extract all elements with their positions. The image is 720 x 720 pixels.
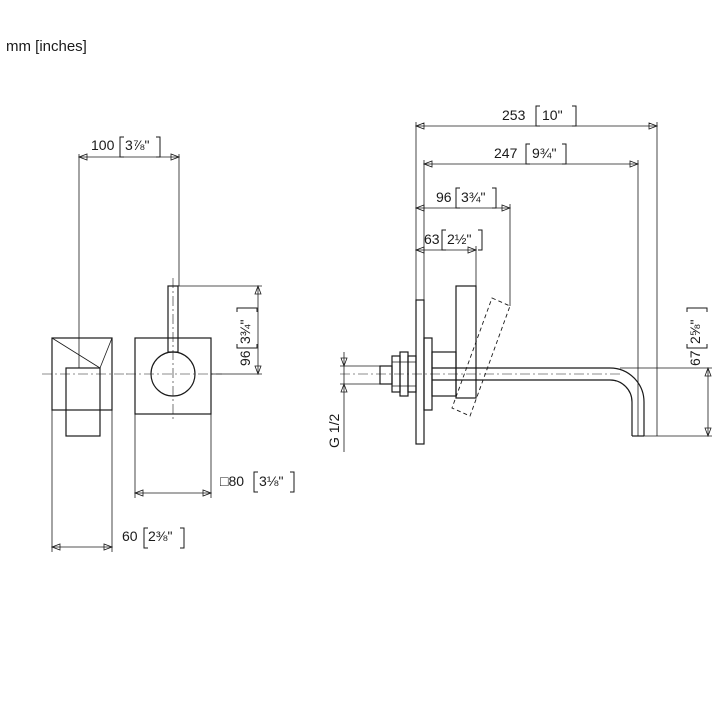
side-depth-mm: 60 — [122, 528, 138, 544]
front-view: 100 3⅞" 96 3¾" □80 3⅛" — [77, 136, 295, 498]
lever-reach-in: 3¾" — [461, 189, 485, 205]
spout-height-mm: 67 — [687, 350, 703, 366]
plate-size-mm: □80 — [220, 473, 244, 489]
spout-height-in: 2⅝" — [687, 320, 703, 344]
thread-size: G 1/2 — [326, 414, 342, 448]
elevation-view: 253 10" 247 9¾" 96 3¾" 63 2½" — [326, 105, 712, 452]
plate-size-in: 3⅛" — [259, 473, 283, 489]
lever-height-in: 3¾" — [237, 320, 253, 344]
units-label: mm [inches] — [6, 38, 87, 55]
front-width-mm: 100 — [91, 137, 115, 153]
lever-offset-in: 2½" — [447, 231, 471, 247]
spout-length-in: 9¾" — [532, 145, 556, 161]
side-view: 60 2⅜" — [42, 337, 185, 552]
lever-reach-mm: 96 — [436, 189, 452, 205]
spout-length-mm: 247 — [494, 145, 518, 161]
total-length-in: 10" — [542, 107, 563, 123]
lever-offset-mm: 63 — [424, 231, 440, 247]
front-width-in: 3⅞" — [125, 137, 149, 153]
side-depth-in: 2⅜" — [148, 528, 172, 544]
lever-height-mm: 96 — [237, 350, 253, 366]
total-length-mm: 253 — [502, 107, 526, 123]
